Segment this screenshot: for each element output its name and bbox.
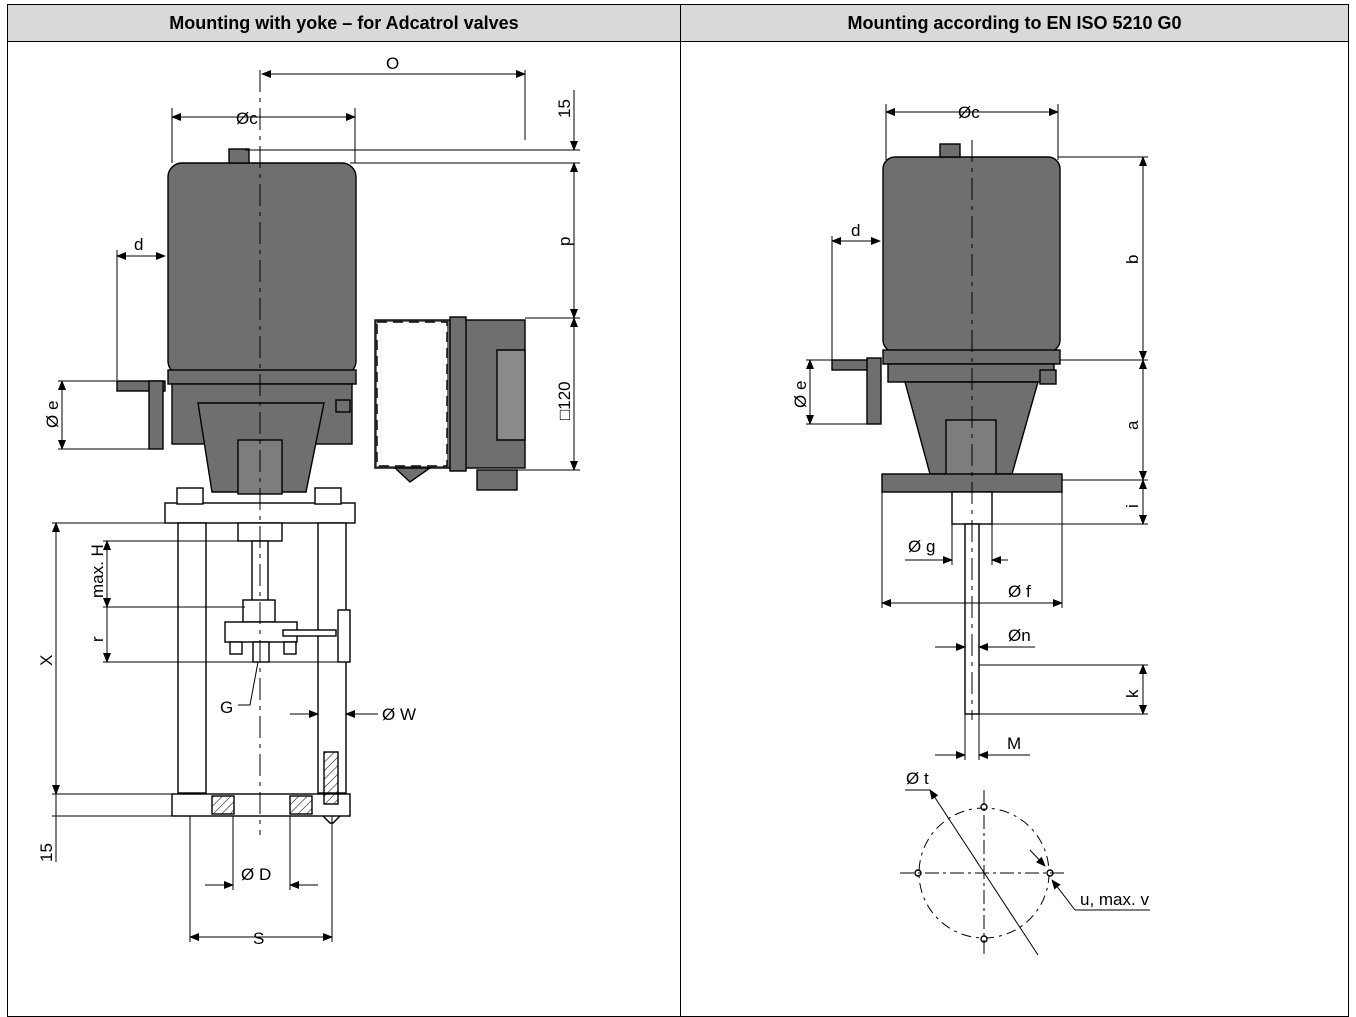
left-dimensions: [52, 70, 580, 942]
label-dia-D: Ø D: [241, 865, 271, 884]
label-O: O: [386, 54, 399, 73]
label-S: S: [253, 929, 264, 948]
right-actuator-drawing: [831, 140, 1068, 958]
label-dia-c-left: Øc: [236, 109, 258, 128]
label-dia-e-right: Ø e: [791, 381, 810, 408]
label-dia-g: Ø g: [908, 537, 935, 556]
header-yoke-mounting: Mounting with yoke – for Adcatrol valves: [7, 4, 681, 42]
right-dimension-labels: Øc d b Ø e a i Ø g Ø f Øn k M Ø t u, max…: [791, 103, 1149, 909]
label-G: G: [220, 698, 233, 717]
header-iso-mounting: Mounting according to EN ISO 5210 G0: [680, 4, 1349, 42]
label-d-right: d: [851, 221, 860, 240]
yoke-base-flange: [171, 793, 351, 817]
right-dimensions: [806, 104, 1150, 956]
label-dia-n: Øn: [1008, 626, 1031, 645]
label-box120: □120: [555, 381, 574, 420]
yoke-column-left: [177, 522, 207, 794]
label-dia-f: Ø f: [1008, 582, 1031, 601]
label-dia-t: Ø t: [906, 769, 929, 788]
left-cover-band: [167, 369, 357, 385]
label-i: i: [1123, 504, 1142, 508]
label-dia-e-left: Ø e: [43, 401, 62, 428]
left-actuator-drawing: [116, 70, 526, 835]
label-15-top: 15: [555, 99, 574, 118]
label-15-bottom: 15: [37, 843, 56, 862]
label-a: a: [1123, 420, 1142, 430]
label-M: M: [1007, 734, 1021, 753]
label-r: r: [88, 636, 107, 642]
column-divider: [680, 4, 681, 1017]
left-actuator-cover: [167, 162, 357, 376]
label-p: p: [555, 237, 574, 246]
label-X: X: [37, 655, 56, 666]
left-dimension-labels: O Øc 15 p d □120 Ø e max. H r X G Ø W 15…: [37, 54, 574, 948]
label-max-H: max. H: [88, 544, 107, 598]
label-d-left: d: [134, 235, 143, 254]
label-dia-c-right: Øc: [958, 103, 980, 122]
label-u-max-v: u, max. v: [1080, 890, 1149, 909]
label-dia-W: Ø W: [382, 705, 416, 724]
label-k: k: [1123, 689, 1142, 698]
label-b: b: [1123, 255, 1142, 264]
